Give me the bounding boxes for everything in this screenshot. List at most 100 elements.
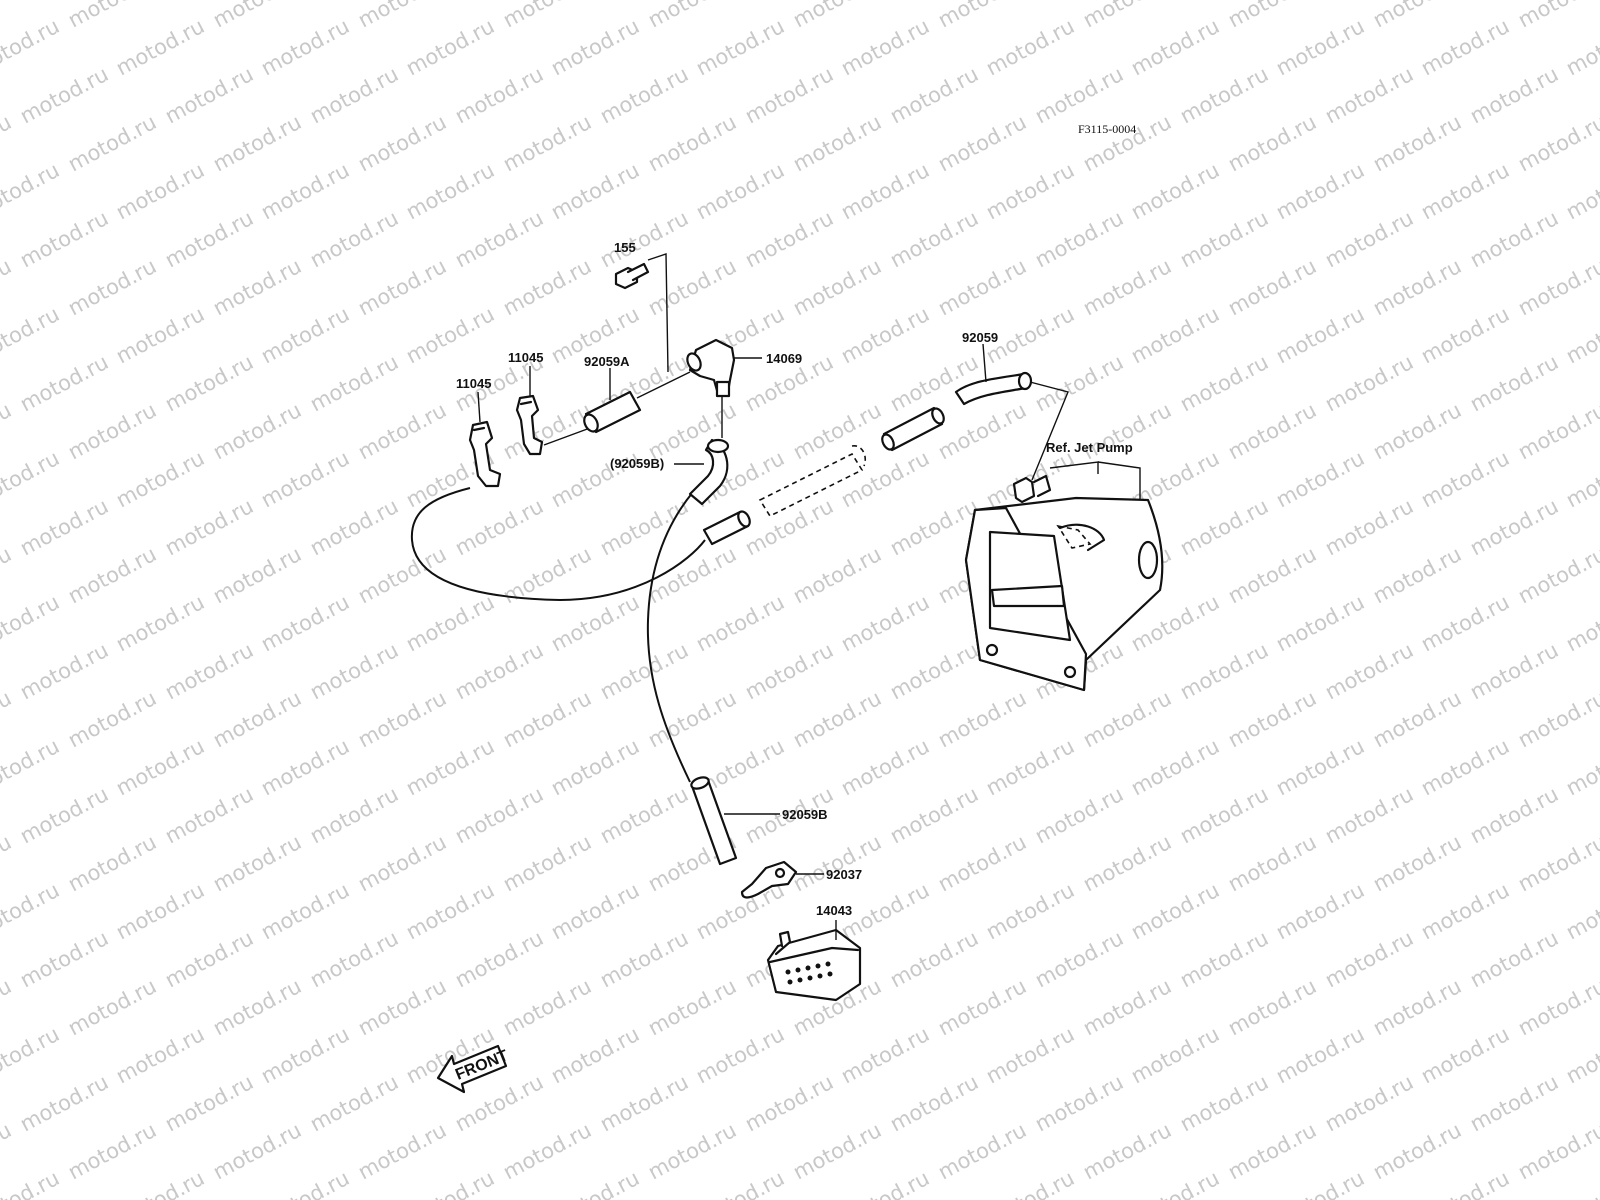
watermark-text: motod.ru <box>257 734 353 800</box>
watermark-text: motod.ru <box>547 158 643 224</box>
watermark-text: motod.ru <box>0 974 15 1040</box>
watermark-text: motod.ru <box>1272 158 1368 224</box>
watermark-text: motod.ru <box>789 0 885 32</box>
elbow-fitting-14069 <box>686 338 736 398</box>
watermark-text: motod.ru <box>789 398 885 464</box>
watermark-text: motod.ru <box>1514 398 1600 464</box>
watermark-text: motod.ru <box>16 62 112 128</box>
watermark-text: motod.ru <box>161 1070 257 1136</box>
watermark-text: motod.ru <box>982 158 1078 224</box>
watermark-text: motod.ru <box>0 1118 15 1184</box>
drain-hose-loop <box>410 487 706 602</box>
long-hose <box>646 491 694 783</box>
watermark-text: motod.ru <box>402 590 498 656</box>
watermark-text: motod.ru <box>1176 350 1272 416</box>
watermark-text: motod.ru <box>1514 686 1600 752</box>
watermark-text: motod.ru <box>16 494 112 560</box>
watermark-text: motod.ru <box>644 0 740 32</box>
watermark-text: motod.ru <box>982 1022 1078 1088</box>
watermark-text: motod.ru <box>402 14 498 80</box>
watermark-text: motod.ru <box>64 1118 160 1184</box>
watermark-text: motod.ru <box>789 110 885 176</box>
watermark-text: motod.ru <box>306 350 402 416</box>
watermark-text: motod.ru <box>0 542 15 608</box>
watermark-text: motod.ru <box>692 1166 788 1200</box>
pump-nipple-fitting <box>1012 474 1052 504</box>
watermark-text: motod.ru <box>1417 1022 1513 1088</box>
watermark-text: motod.ru <box>1224 254 1320 320</box>
watermark-text: motod.ru <box>934 830 1030 896</box>
watermark-text: motod.ru <box>1176 62 1272 128</box>
watermark-text: motod.ru <box>934 398 1030 464</box>
watermark-text: motod.ru <box>1176 638 1272 704</box>
watermark-text: motod.ru <box>1176 206 1272 272</box>
watermark-text: motod.ru <box>306 926 402 992</box>
watermark-text: motod.ru <box>547 14 643 80</box>
watermark-text: motod.ru <box>982 1166 1078 1200</box>
watermark-text: motod.ru <box>209 830 305 896</box>
leader-155 <box>647 253 669 373</box>
watermark-text: motod.ru <box>1514 974 1600 1040</box>
watermark-text: motod.ru <box>1466 782 1562 848</box>
watermark-text: motod.ru <box>161 782 257 848</box>
watermark-text: motod.ru <box>1369 830 1465 896</box>
watermark-text: motod.ru <box>1127 14 1223 80</box>
watermark-text: motod.ru <box>1514 1118 1600 1184</box>
watermark-text: motod.ru <box>64 254 160 320</box>
watermark-text: motod.ru <box>1272 878 1368 944</box>
watermark-text: motod.ru <box>257 1166 353 1200</box>
watermark-text: motod.ru <box>1369 254 1465 320</box>
watermark-text: motod.ru <box>112 734 208 800</box>
watermark-text: motod.ru <box>1176 926 1272 992</box>
filter-14043 <box>766 928 862 1002</box>
watermark-text: motod.ru <box>16 206 112 272</box>
watermark-text: motod.ru <box>886 926 982 992</box>
watermark-text: motod.ru <box>0 734 63 800</box>
watermark-text: motod.ru <box>547 1166 643 1200</box>
watermark-text: motod.ru <box>16 350 112 416</box>
watermark-text: motod.ru <box>1466 350 1562 416</box>
drawing-code: F3115-0004 <box>1078 122 1136 136</box>
watermark-text: motod.ru <box>1514 0 1600 32</box>
watermark-text: motod.ru <box>1176 494 1272 560</box>
filter-vents <box>785 961 833 985</box>
watermark-text: motod.ru <box>886 62 982 128</box>
watermark-text: motod.ru <box>499 830 595 896</box>
watermark-text: motod.ru <box>1369 686 1465 752</box>
label-11045-left: 11045 <box>456 376 491 391</box>
label-92059b-paren: (92059B) <box>610 456 664 471</box>
watermark-text: motod.ru <box>692 158 788 224</box>
watermark-text: motod.ru <box>0 14 63 80</box>
watermark-text: motod.ru <box>1369 974 1465 1040</box>
watermark-text: motod.ru <box>257 878 353 944</box>
watermark-text: motod.ru <box>0 254 15 320</box>
watermark-text: motod.ru <box>1224 542 1320 608</box>
watermark-text: motod.ru <box>741 62 837 128</box>
watermark-text: motod.ru <box>451 62 547 128</box>
watermark-text: motod.ru <box>596 782 692 848</box>
watermark-text: motod.ru <box>112 1022 208 1088</box>
watermark-text: motod.ru <box>451 494 547 560</box>
watermark-text: motod.ru <box>1514 830 1600 896</box>
watermark-text: motod.ru <box>0 0 15 32</box>
watermark-text: motod.ru <box>644 542 740 608</box>
watermark-text: motod.ru <box>1466 638 1562 704</box>
watermark-text: motod.ru <box>1272 590 1368 656</box>
watermark-text: motod.ru <box>64 974 160 1040</box>
leader-92059 <box>982 343 987 383</box>
watermark-text: motod.ru <box>1466 62 1562 128</box>
watermark-text: motod.ru <box>1272 1166 1368 1200</box>
hose-92059 <box>954 371 1033 406</box>
watermark-text: motod.ru <box>1079 110 1175 176</box>
watermark-text: motod.ru <box>209 398 305 464</box>
watermark-text: motod.ru <box>1031 350 1127 416</box>
watermark-text: motod.ru <box>1031 206 1127 272</box>
watermark-text: motod.ru <box>934 974 1030 1040</box>
watermark-text: motod.ru <box>1079 254 1175 320</box>
label-92037: 92037 <box>826 867 862 882</box>
watermark-text: motod.ru <box>1417 158 1513 224</box>
watermark-text: motod.ru <box>644 110 740 176</box>
watermark-text: motod.ru <box>837 302 933 368</box>
watermark-text: motod.ru <box>1466 494 1562 560</box>
watermark-text: motod.ru <box>547 734 643 800</box>
